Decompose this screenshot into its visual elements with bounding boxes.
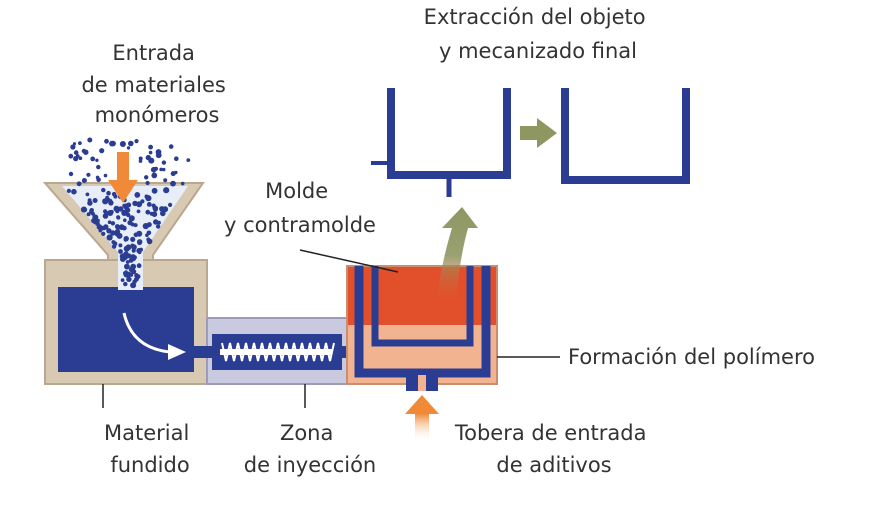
orange-down-arrow-icon	[108, 152, 138, 203]
flow-arrow-icon	[122, 312, 171, 354]
label-material: Material fundido	[104, 421, 196, 477]
orange-up-arrow-icon	[405, 395, 439, 442]
injection-zone	[194, 317, 360, 385]
olive-right-arrow-icon	[520, 118, 557, 148]
extracted-objects	[371, 88, 690, 197]
label-formacion: Formación del polímero	[568, 345, 815, 369]
label-entrada: Entrada de materiales monómeros	[81, 41, 232, 127]
arrows	[108, 118, 557, 442]
neck-particles	[119, 250, 142, 289]
flow-arrowhead-icon	[168, 344, 186, 360]
label-molde: Molde y contramolde	[224, 179, 376, 237]
mold-upper	[348, 267, 496, 325]
nozzle-opening	[418, 375, 426, 391]
finished-object	[561, 88, 690, 184]
monomer-particles	[66, 137, 191, 254]
label-zona: Zona de inyección	[244, 421, 377, 477]
melting-chamber	[44, 250, 208, 385]
hopper	[42, 137, 205, 291]
screw-icon	[220, 342, 335, 362]
extracted-object-with-sprue	[387, 88, 511, 179]
label-extraccion: Extracción del objeto y mecanizado final	[424, 5, 653, 63]
leader-lines	[102, 249, 560, 408]
molten-material	[58, 287, 194, 372]
olive-curved-up-arrow-icon	[437, 207, 478, 303]
labels: Entrada de materiales monómeros Extracci…	[81, 5, 815, 477]
mold-core	[371, 266, 474, 347]
mold	[346, 265, 498, 391]
injection-barrel-link	[194, 346, 212, 358]
label-tobera: Tobera de entrada de aditivos	[454, 421, 653, 477]
